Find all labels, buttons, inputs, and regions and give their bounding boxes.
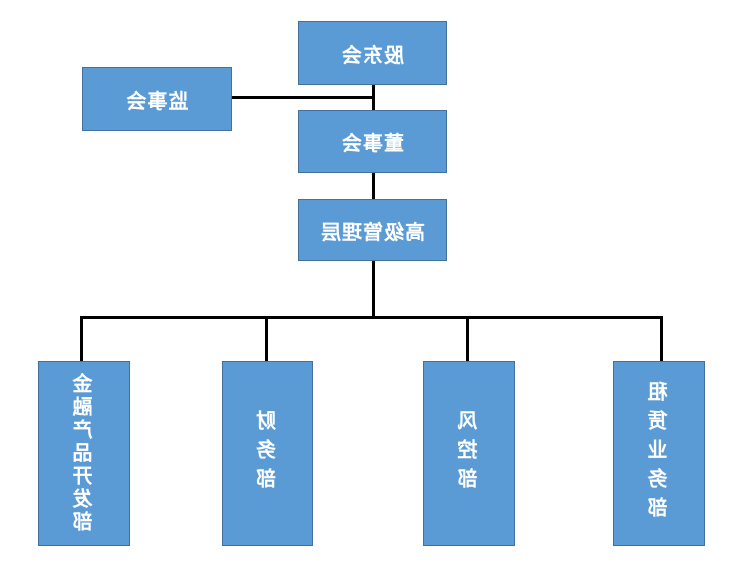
connector-supervisory-branch	[232, 96, 374, 99]
connector-board-management	[372, 173, 375, 199]
connector-management-bus	[372, 261, 375, 318]
dept-leasing-business-box: 租赁业务部	[613, 361, 705, 546]
connector-dept-2	[265, 316, 268, 361]
connector-dept-4	[660, 316, 663, 361]
board-of-directors-box: 董事会	[298, 110, 447, 173]
dept-finance-box: 财务部	[222, 361, 313, 546]
connector-department-bus	[80, 316, 663, 319]
supervisory-board-box: 监事会	[82, 67, 232, 131]
connector-dept-3	[466, 316, 469, 361]
dept-financial-product-dev-box: 金融产品开发部	[38, 361, 130, 546]
senior-management-box: 高级管理层	[298, 199, 447, 261]
dept-risk-control-box: 风控部	[423, 361, 515, 546]
connector-dept-1	[80, 316, 83, 361]
shareholders-meeting-box: 股东会	[298, 21, 447, 85]
